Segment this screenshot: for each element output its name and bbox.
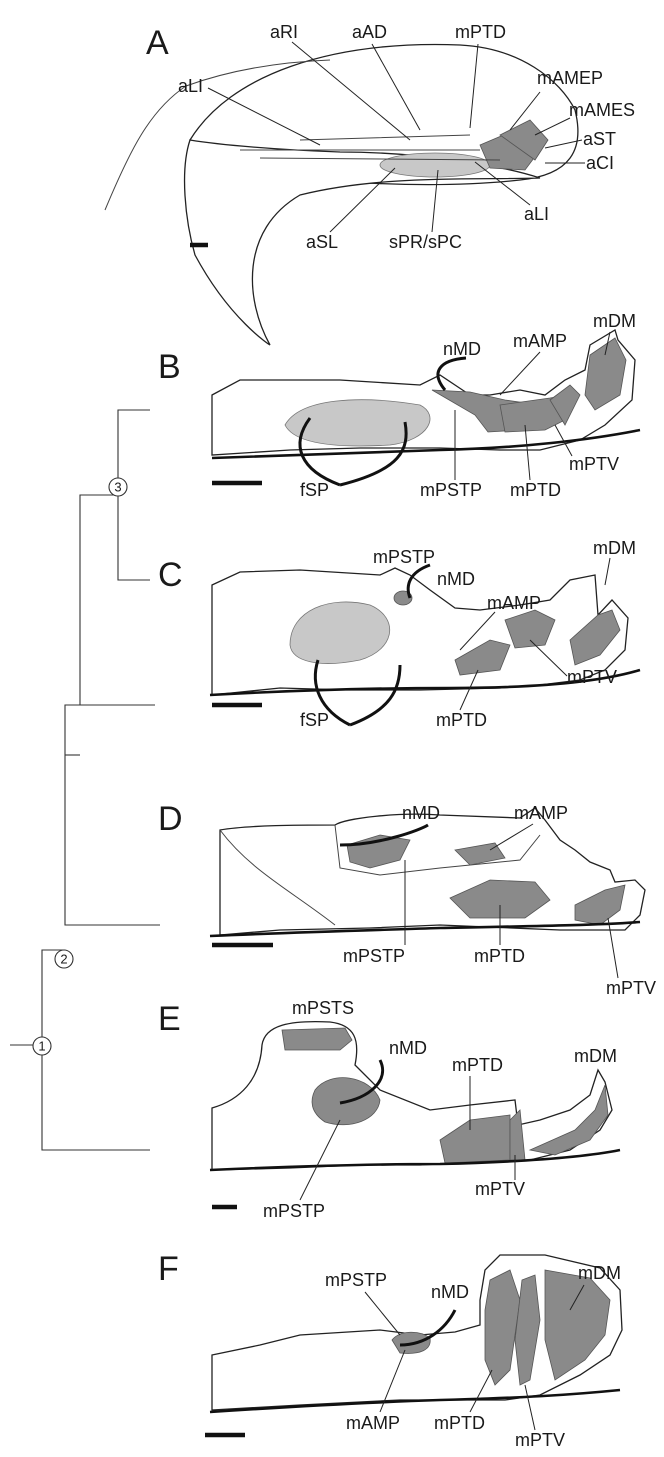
label-c-mptd: mPTD (436, 710, 487, 730)
label-f-mamp: mAMP (346, 1413, 400, 1433)
label-d-mamp: mAMP (514, 803, 568, 823)
label-c-mdm: mDM (593, 538, 636, 558)
panel-d: D nMD mAMP mPSTP mPTD mPTV (158, 800, 656, 998)
label-f-mptd: mPTD (434, 1413, 485, 1433)
label-f-mpstp: mPSTP (325, 1270, 387, 1290)
label-f-mdm: mDM (578, 1263, 621, 1283)
panel-e-letter: E (158, 1000, 181, 1038)
panel-d-letter: D (158, 800, 183, 838)
label-b-mamp: mAMP (513, 331, 567, 351)
tree-node-3-label: 3 (114, 480, 121, 495)
label-f-nmd: nMD (431, 1282, 469, 1302)
label-ari: aRI (270, 22, 298, 42)
label-c-mptv: mPTV (567, 667, 617, 687)
label-d-mptv: mPTV (606, 978, 656, 998)
label-ast: aST (583, 129, 616, 149)
label-b-fsp: fSP (300, 480, 329, 500)
label-d-nmd: nMD (402, 803, 440, 823)
phylogeny-tree: 3 2 1 (10, 410, 160, 1150)
tree-node-2-label: 2 (60, 952, 67, 967)
label-e-mptv: mPTV (475, 1179, 525, 1199)
label-mames: mAMES (569, 100, 635, 120)
panel-a-letter: A (146, 24, 169, 62)
label-e-mptd: mPTD (452, 1055, 503, 1075)
label-e-mpsts: mPSTS (292, 998, 354, 1018)
panel-b-letter: B (158, 348, 181, 386)
label-b-mpstp: mPSTP (420, 480, 482, 500)
bill-upper-tip (105, 86, 186, 210)
tree-node-1-label: 1 (38, 1039, 45, 1054)
label-d-mpstp: mPSTP (343, 946, 405, 966)
label-c-mpstp: mPSTP (373, 547, 435, 567)
label-e-mpstp: mPSTP (263, 1201, 325, 1221)
panel-b: B nMD mAMP mDM mPTV fSP mPSTP mPTD (158, 311, 640, 500)
panel-e: E mPSTS nMD mPTD mDM mPSTP mPTV (158, 998, 620, 1221)
label-b-mdm: mDM (593, 311, 636, 331)
label-c-nmd: nMD (437, 569, 475, 589)
muscle-e-mpsts (282, 1028, 352, 1050)
label-mptd: mPTD (455, 22, 506, 42)
label-d-mptd: mPTD (474, 946, 525, 966)
panel-f-letter: F (158, 1250, 179, 1288)
panel-c: C mPSTP nMD mDM mAMP mPTV fSP mPTD (158, 538, 640, 730)
label-b-nmd: nMD (443, 339, 481, 359)
panel-f: F mPSTP nMD mDM mAMP mPTD mPTV (158, 1250, 622, 1450)
label-f-mptv: mPTV (515, 1430, 565, 1450)
label-e-mdm: mDM (574, 1046, 617, 1066)
label-ali-top: aLI (178, 76, 203, 96)
muscle-e-mptv (510, 1110, 525, 1160)
speculum-region (380, 153, 490, 177)
label-b-mptv: mPTV (569, 454, 619, 474)
label-b-mptd: mPTD (510, 480, 561, 500)
label-c-mamp: mAMP (487, 593, 541, 613)
label-mamep: mAMEP (537, 68, 603, 88)
panel-a: A aLI aRI aAD mPTD mAMEP mAMES aST aCI a… (105, 22, 635, 345)
label-spr-spc: sPR/sPC (389, 232, 462, 252)
panel-c-letter: C (158, 556, 183, 594)
label-e-nmd: nMD (389, 1038, 427, 1058)
label-aci: aCI (586, 153, 614, 173)
label-c-fsp: fSP (300, 710, 329, 730)
label-ali-bottom: aLI (524, 204, 549, 224)
mandible-c-outline (212, 568, 628, 695)
label-aad: aAD (352, 22, 387, 42)
label-asl: aSL (306, 232, 338, 252)
